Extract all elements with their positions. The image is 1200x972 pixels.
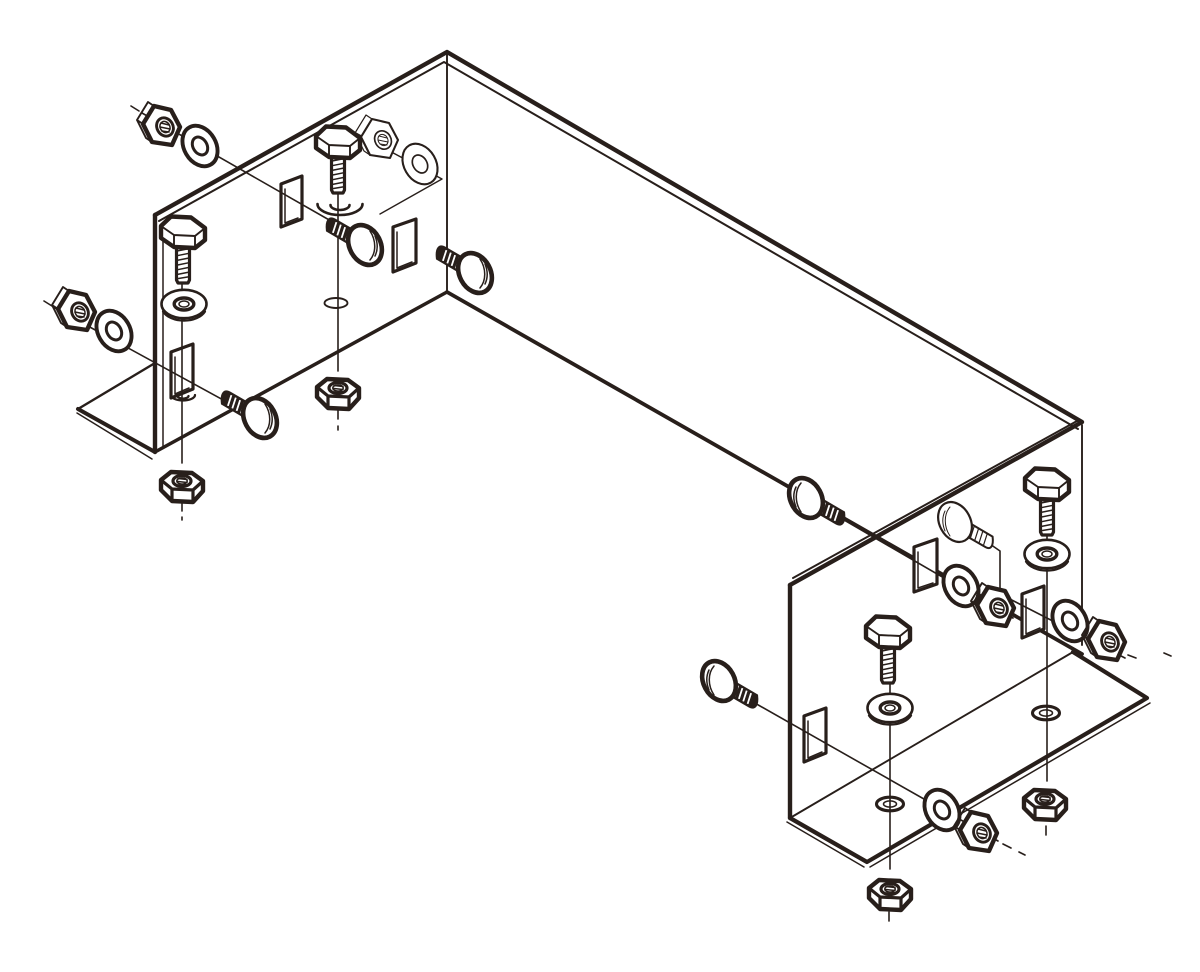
carriage-bolt bbox=[222, 392, 283, 444]
assembly-axis-lines bbox=[43, 105, 1172, 922]
hex-nut bbox=[869, 880, 911, 910]
hex-nut bbox=[161, 472, 203, 502]
bracket-outer-edges bbox=[152, 49, 1085, 588]
bracket-body bbox=[76, 49, 1151, 868]
flat-washer bbox=[173, 117, 227, 175]
flange-hole-hidden bbox=[169, 393, 197, 402]
wall-slot bbox=[802, 706, 828, 764]
hex-nut bbox=[1024, 790, 1066, 820]
flat-washer bbox=[1022, 538, 1072, 573]
right-top-edge-thickness-line bbox=[792, 420, 1078, 579]
wall-slots bbox=[169, 174, 1046, 764]
flat-washer bbox=[865, 692, 915, 727]
left-flange-outer-edge bbox=[76, 361, 157, 411]
hex-bolt bbox=[1025, 469, 1069, 536]
wall-slot bbox=[1020, 584, 1046, 640]
hex-nut bbox=[954, 808, 997, 851]
carriage-bolt bbox=[930, 495, 994, 550]
wall-slot bbox=[391, 217, 418, 274]
flange-hole-hidden bbox=[323, 297, 349, 309]
hex-bolt bbox=[161, 217, 205, 284]
washer-hidden-arc bbox=[316, 202, 364, 217]
right-flange-bend-line bbox=[789, 651, 1074, 819]
carriage-bolt bbox=[327, 219, 388, 271]
right-flange-thickness-line bbox=[786, 702, 1151, 868]
hex-nut bbox=[137, 102, 180, 145]
flange-holes bbox=[169, 202, 1062, 813]
wall-slot bbox=[279, 174, 304, 229]
hex-nut bbox=[52, 287, 95, 330]
top-edge-thickness-line bbox=[158, 61, 1079, 430]
flat-washer bbox=[393, 135, 447, 193]
axis-dash bbox=[1127, 652, 1172, 659]
left-flange-thickness-line bbox=[76, 412, 153, 460]
hex-nut bbox=[971, 583, 1014, 626]
right-flange-outline bbox=[787, 649, 1150, 865]
hex-nut bbox=[1082, 617, 1125, 660]
left-wall-base-bend bbox=[153, 290, 449, 454]
wall-slot bbox=[912, 537, 939, 594]
axis-dash bbox=[43, 105, 140, 307]
left-flange-front-edge bbox=[76, 407, 157, 454]
carriage-bolt bbox=[695, 655, 756, 707]
carriage-bolt bbox=[782, 472, 843, 524]
hardware bbox=[52, 102, 1125, 910]
hex-bolt bbox=[316, 127, 360, 194]
axis-dash bbox=[1002, 843, 1026, 856]
hex-bolt bbox=[866, 617, 910, 684]
flat-washer bbox=[159, 288, 209, 323]
hex-nut bbox=[317, 379, 359, 409]
flange-hole bbox=[1030, 704, 1062, 722]
